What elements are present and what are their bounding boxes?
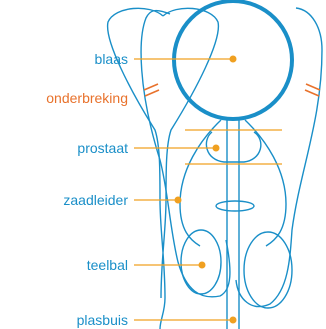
marker-plasbuis (230, 317, 237, 324)
marker-zaadleider (175, 197, 182, 204)
vas-deferens-right (245, 120, 286, 246)
marker-teelbal (199, 262, 206, 269)
label-prostaat: prostaat (77, 140, 128, 156)
cut-mark-right (305, 84, 320, 96)
label-onderbreking: onderbreking (46, 90, 128, 106)
label-plasbuis: plasbuis (77, 312, 128, 328)
label-blaas: blaas (95, 51, 128, 67)
marker-blaas (230, 56, 237, 63)
label-teelbal: teelbal (87, 257, 128, 273)
testicle-right (244, 232, 292, 308)
cut-mark-left (144, 84, 159, 96)
left-lobe-outline (141, 11, 230, 297)
marker-prostaat (213, 145, 220, 152)
right-lobe-outline (236, 8, 322, 307)
seminal-ring (216, 201, 254, 211)
vas-deferens-left (180, 120, 221, 246)
label-zaadleider: zaadleider (63, 192, 128, 208)
